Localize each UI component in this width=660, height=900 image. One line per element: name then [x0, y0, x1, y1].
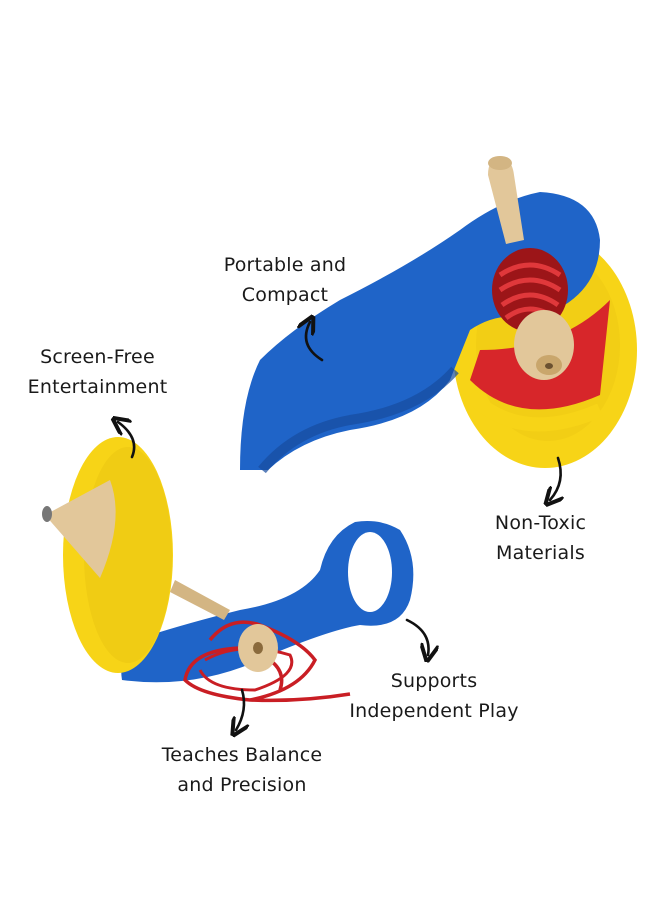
arrow-screen-free [118, 422, 136, 459]
lower-handle-hole [348, 532, 392, 612]
label-portable-line1: Portable and [223, 254, 347, 276]
lower-wood-cone [45, 480, 116, 578]
label-supports-line1: Supports [390, 670, 478, 692]
label-portable-compact: Portable and Compact [220, 250, 350, 310]
label-nontoxic-line2: Materials [496, 542, 585, 564]
upper-toy [240, 156, 637, 474]
label-teaches-line2: and Precision [177, 774, 307, 796]
label-supports-line2: Independent Play [349, 700, 519, 722]
lower-blue-handle [121, 521, 414, 683]
label-screen-line1: Screen-Free [40, 346, 155, 368]
arrow-non-toxic [550, 456, 561, 500]
label-screen-line2: Entertainment [27, 376, 168, 398]
label-teaches-balance: Teaches Balance and Precision [158, 740, 326, 800]
arrow-supports [405, 618, 429, 655]
annotation-arrows [118, 322, 561, 730]
lower-toy [42, 437, 414, 703]
label-non-toxic: Non-Toxic Materials [478, 508, 603, 568]
arrow-teaches [236, 688, 244, 730]
label-nontoxic-line1: Non-Toxic [494, 512, 587, 534]
arrow-portable [306, 322, 324, 362]
label-supports-play: Supports Independent Play [345, 666, 523, 726]
upper-wood-peg [488, 158, 524, 244]
label-portable-line2: Compact [241, 284, 329, 306]
label-screen-free: Screen-Free Entertainment [20, 342, 175, 402]
label-teaches-line1: Teaches Balance [161, 744, 323, 766]
